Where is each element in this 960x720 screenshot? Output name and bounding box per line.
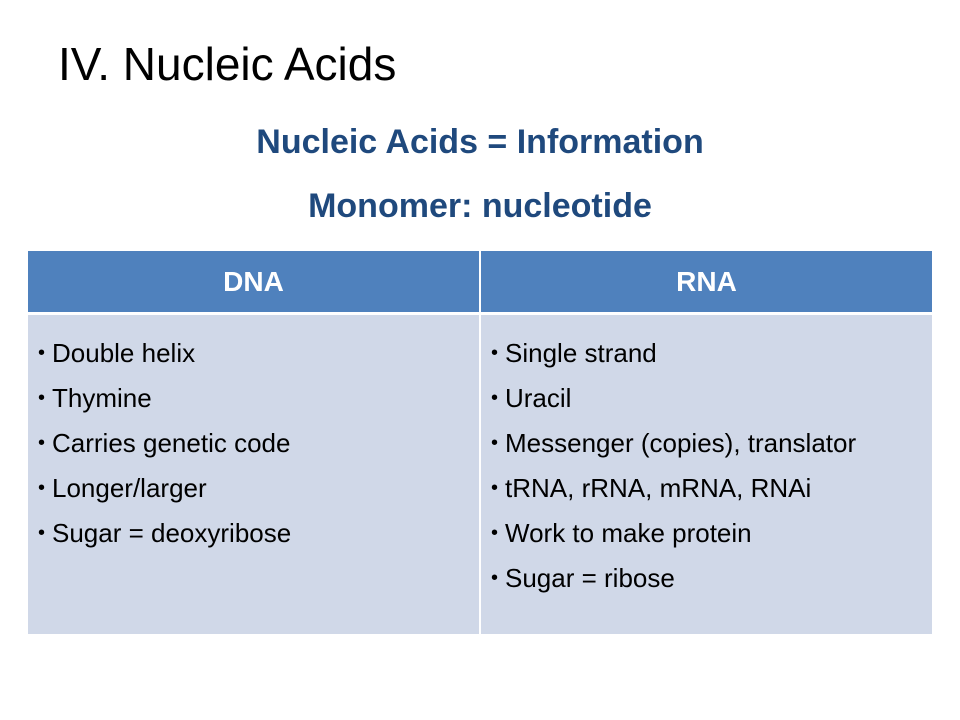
bullet-icon: • — [491, 387, 499, 409]
list-item: •Thymine — [38, 376, 467, 421]
bullet-icon: • — [491, 432, 499, 454]
list-item: •Longer/larger — [38, 466, 467, 511]
header-rna: RNA — [480, 251, 932, 315]
list-item: •Carries genetic code — [38, 421, 467, 466]
header-dna: DNA — [28, 251, 481, 315]
bullet-icon: • — [38, 387, 46, 409]
slide-title: IV. Nucleic Acids — [58, 38, 397, 90]
bullet-icon: • — [491, 477, 499, 499]
rna-list: •Single strand •Uracil •Messenger (copie… — [491, 331, 920, 601]
subtitle-monomer: Monomer: nucleotide — [308, 187, 652, 225]
bullet-icon: • — [38, 342, 46, 364]
list-item: •Work to make protein — [491, 511, 920, 556]
list-item: •Messenger (copies), translator — [491, 421, 920, 466]
bullet-icon: • — [38, 477, 46, 499]
bullet-icon: • — [491, 342, 499, 364]
list-item: •Sugar = ribose — [491, 556, 920, 601]
list-item: •tRNA, rRNA, mRNA, RNAi — [491, 466, 920, 511]
subtitle-information: Nucleic Acids = Information — [256, 123, 704, 161]
dna-cell: •Double helix •Thymine •Carries genetic … — [28, 313, 481, 634]
bullet-icon: • — [38, 432, 46, 454]
comparison-table: DNA RNA •Double helix •Thymine •Carries … — [28, 251, 932, 634]
rna-cell: •Single strand •Uracil •Messenger (copie… — [480, 313, 932, 634]
list-item: •Single strand — [491, 331, 920, 376]
bullet-icon: • — [38, 522, 46, 544]
bullet-icon: • — [491, 567, 499, 589]
table-header-row: DNA RNA — [28, 251, 932, 315]
list-item: •Sugar = deoxyribose — [38, 511, 467, 556]
bullet-icon: • — [491, 522, 499, 544]
list-item: •Double helix — [38, 331, 467, 376]
dna-list: •Double helix •Thymine •Carries genetic … — [38, 331, 467, 556]
list-item: •Uracil — [491, 376, 920, 421]
table-row: •Double helix •Thymine •Carries genetic … — [28, 313, 932, 634]
